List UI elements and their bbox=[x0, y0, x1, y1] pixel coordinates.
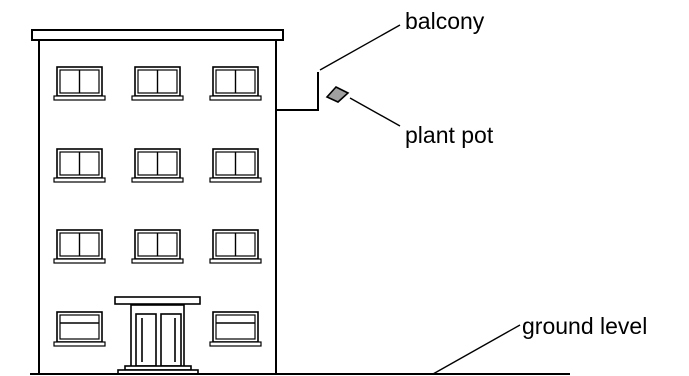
ground-level-label: ground level bbox=[522, 313, 647, 339]
plant-pot bbox=[325, 86, 350, 103]
plant-pot-leader bbox=[349, 97, 401, 127]
door-right bbox=[160, 313, 182, 367]
plant-pot-label: plant pot bbox=[405, 122, 494, 148]
ground-window-2-inner bbox=[215, 314, 256, 340]
window-1-2-sill bbox=[131, 95, 184, 101]
entrance bbox=[114, 296, 201, 375]
balcony-label: balcony bbox=[405, 8, 485, 34]
ground-level-leader bbox=[432, 324, 521, 375]
roof bbox=[31, 29, 284, 41]
windows bbox=[53, 66, 262, 347]
ground-window-2-frame bbox=[212, 311, 259, 343]
balcony-rail bbox=[276, 72, 319, 111]
balcony bbox=[276, 72, 350, 111]
window-3-2-sill bbox=[131, 258, 184, 264]
building bbox=[31, 29, 284, 374]
window-1-3-sill bbox=[209, 95, 262, 101]
window-3-3-sill bbox=[209, 258, 262, 264]
window-1-1-sill bbox=[53, 95, 106, 101]
ground-window-1-frame bbox=[56, 311, 103, 343]
ground-window-1-inner bbox=[59, 314, 100, 340]
ground-window-2-sill bbox=[209, 341, 262, 347]
ground-window-1-sill bbox=[53, 341, 106, 347]
window-2-2-sill bbox=[131, 177, 184, 183]
window-2-1-sill bbox=[53, 177, 106, 183]
window-3-1-sill bbox=[53, 258, 106, 264]
balcony-leader bbox=[319, 24, 401, 71]
door-left bbox=[135, 313, 157, 367]
entrance-canopy bbox=[114, 296, 201, 305]
leaders bbox=[319, 24, 521, 375]
window-2-3-sill bbox=[209, 177, 262, 183]
